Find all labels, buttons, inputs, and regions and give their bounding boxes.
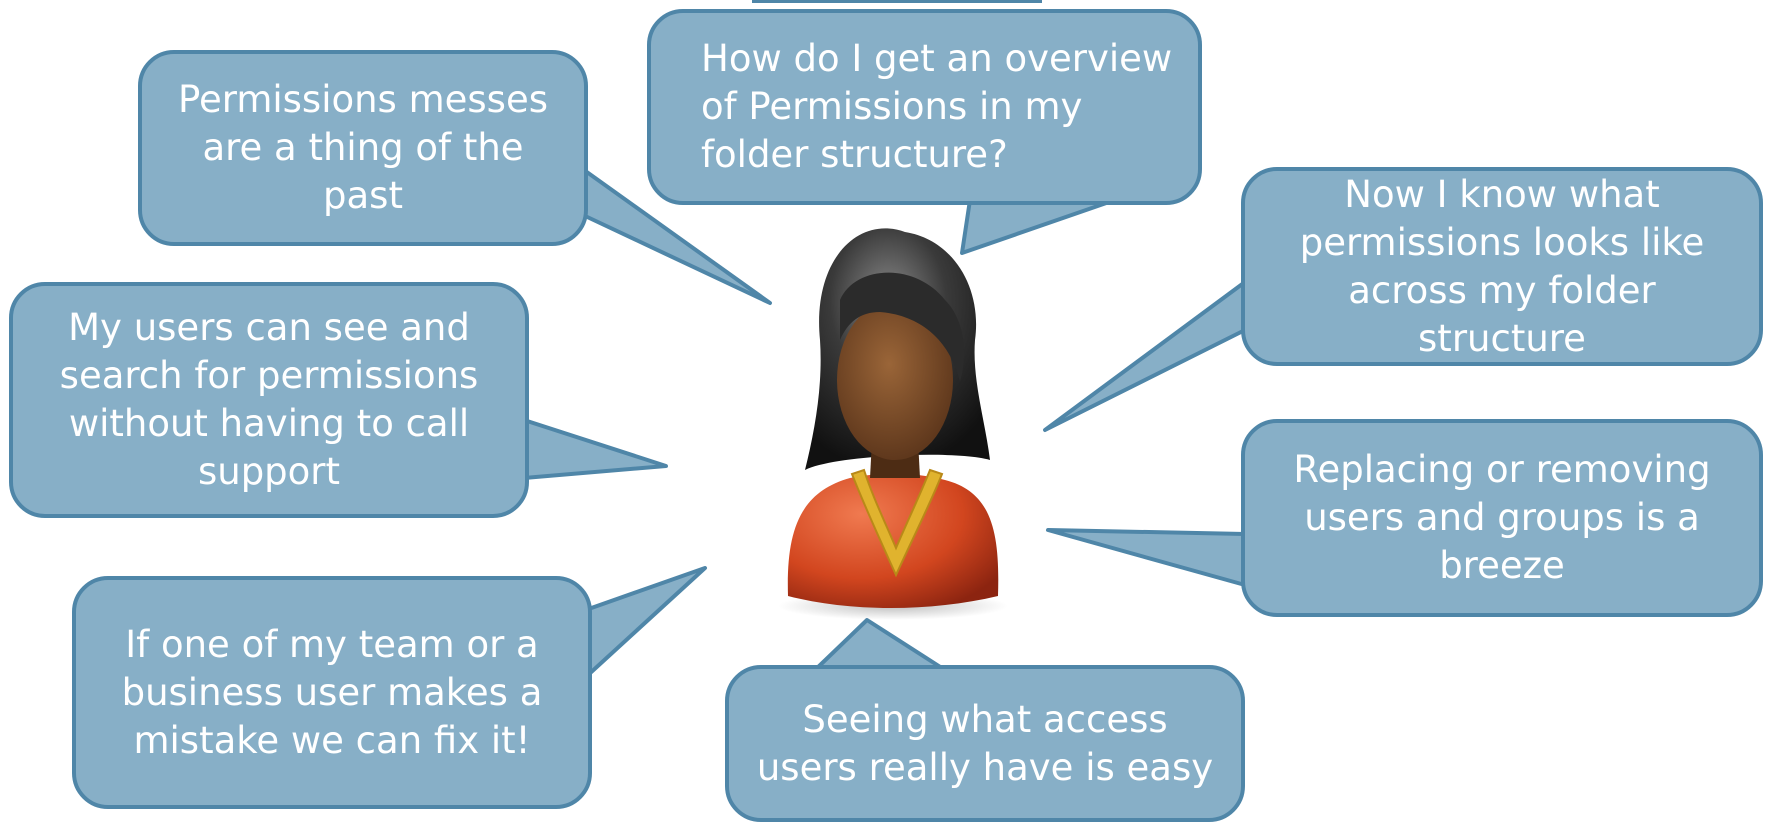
bubble-text: Replacing or removing users and groups i…: [1293, 448, 1711, 587]
tail-fix-mistakes: [578, 566, 707, 677]
bubble-text: How do I get an overview of Permissions …: [701, 37, 1173, 176]
bubble-self-service: My users can see and search for permissi…: [9, 282, 529, 518]
top-edge-line: [752, 0, 1042, 3]
bubble-text: Permissions messes are a thing of the pa…: [178, 78, 548, 217]
woman-user-icon: [778, 228, 1008, 620]
bubble-fix-mistakes: If one of my team or a business user mak…: [72, 576, 592, 809]
tail-know-permissions: [1043, 280, 1247, 432]
tail-see-access: [813, 618, 947, 672]
bubble-text: My users can see and search for permissi…: [59, 306, 479, 493]
tail-self-service: [522, 418, 668, 480]
bubble-messes-past: Permissions messes are a thing of the pa…: [138, 50, 588, 246]
bubble-know-permissions: Now I know what permissions looks like a…: [1241, 167, 1763, 366]
bubble-text: Seeing what access users really have is …: [756, 697, 1214, 789]
bubble-overview-question: How do I get an overview of Permissions …: [647, 9, 1202, 205]
bubble-text: Now I know what permissions looks like a…: [1299, 172, 1705, 360]
bubble-see-access: Seeing what access users really have is …: [725, 665, 1245, 822]
tail-replace-remove: [1046, 528, 1247, 587]
bubble-text: If one of my team or a business user mak…: [121, 622, 543, 762]
bubble-replace-remove: Replacing or removing users and groups i…: [1241, 419, 1763, 617]
tail-overview-question: [960, 198, 1117, 255]
